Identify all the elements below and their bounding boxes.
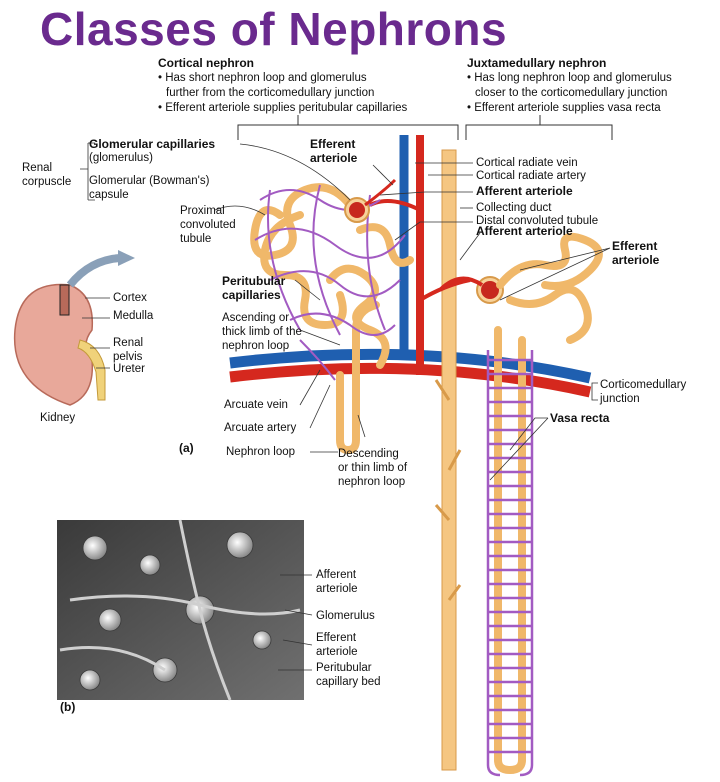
label-cortical-radiate-artery: Cortical radiate artery (476, 170, 586, 182)
label-panel-a: (a) (179, 441, 194, 455)
juxta-nephron-header: Juxtamedullary nephron • Has long nephro… (467, 56, 672, 116)
label-cortex: Cortex (113, 292, 147, 304)
cortical-nephron-header: Cortical nephron • Has short nephron loo… (158, 56, 407, 116)
kidney-inset (13, 250, 135, 406)
label-renal-corpuscle: Renal corpuscle (22, 162, 72, 188)
label-efferent-arteriole-right: Efferent arteriole (612, 239, 660, 267)
micrograph-leaders (278, 574, 313, 671)
label-glomerular-capillaries: Glomerular capillaries (glomerulus) (89, 137, 216, 164)
label-descending-limb: Descending or thin limb of nephron loop (338, 448, 408, 488)
label-peritubular-capillaries: Peritubular capillaries (222, 274, 286, 302)
label-renal-pelvis: Renal pelvis (113, 337, 144, 363)
label-ascending-limb: Ascending or thick limb of the nephron l… (222, 312, 302, 352)
leader-lines (80, 142, 611, 481)
label-micro-afferent: Afferent arteriole (316, 569, 358, 595)
label-nephron-loop: Nephron loop (226, 446, 296, 458)
label-ureter: Ureter (113, 363, 145, 375)
juxta-heading: Juxtamedullary nephron (467, 56, 607, 70)
juxta-tubules (494, 232, 603, 775)
label-micro-efferent: Efferent arteriole (316, 632, 358, 658)
label-bowmans-capsule: Glomerular (Bowman's) capsule (89, 175, 210, 201)
label-afferent-arteriole-1: Afferent arteriole (476, 184, 573, 198)
cortical-heading: Cortical nephron (158, 56, 255, 70)
juxta-bullet-1: • Has long nephron loop and glomerulus (467, 72, 672, 84)
label-afferent-arteriole-2: Afferent arteriole (476, 224, 573, 238)
label-arcuate-artery: Arcuate artery (224, 422, 297, 434)
label-micro-glomerulus: Glomerulus (316, 610, 375, 622)
label-corticomedullary-junction: Corticomedullary junction (600, 379, 687, 405)
header-brackets (237, 115, 613, 140)
label-micro-peritubular: Peritubular capillary bed (316, 662, 381, 688)
label-kidney: Kidney (40, 412, 76, 424)
label-arcuate-vein: Arcuate vein (224, 399, 288, 411)
micrograph-panel (57, 519, 313, 701)
juxta-bullet-2: closer to the corticomedullary junction (475, 87, 668, 99)
arcuate-vessels (229, 348, 592, 398)
page-title: Classes of Nephrons (40, 3, 508, 55)
cortical-radiate-vessels (369, 135, 471, 375)
label-vasa-recta: Vasa recta (550, 411, 610, 425)
label-efferent-arteriole-top: Efferent arteriole (310, 137, 358, 165)
cortical-bullet-1: • Has short nephron loop and glomerulus (158, 72, 367, 84)
cortical-bullet-3: • Efferent arteriole supplies peritubula… (158, 102, 408, 114)
label-medulla: Medulla (113, 310, 154, 322)
collecting-duct (434, 149, 462, 771)
cortical-glomerulus (344, 178, 397, 223)
juxta-bullet-3: • Efferent arteriole supplies vasa recta (467, 102, 661, 114)
label-dct: Distal convoluted tubule (476, 215, 599, 227)
micrograph-vessels (59, 519, 301, 701)
cortical-nephron-tubules (250, 183, 414, 455)
vasa-recta (486, 350, 534, 777)
label-pct: Proximal convoluted tubule (180, 205, 236, 245)
label-panel-b: (b) (60, 700, 76, 714)
label-collecting-duct: Collecting duct (476, 202, 552, 214)
cortical-bullet-2: further from the corticomedullary juncti… (166, 87, 375, 99)
label-cortical-radiate-vein: Cortical radiate vein (476, 157, 578, 169)
